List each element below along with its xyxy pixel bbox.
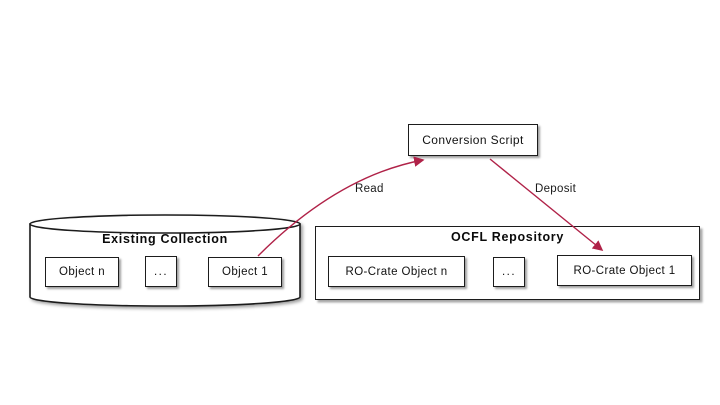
ocfl-repository-title: OCFL Repository [450, 230, 565, 244]
ro-crate-object-n-node: RO-Crate Object n [328, 256, 465, 287]
read-edge-label: Read [355, 183, 384, 195]
deposit-edge-label: Deposit [535, 183, 577, 195]
existing-collection-ellipsis-node: ... [145, 256, 177, 287]
object-n-node: Object n [45, 257, 119, 287]
existing-collection-title: Existing Collection [102, 232, 228, 246]
ro-crate-object-1-node: RO-Crate Object 1 [557, 255, 692, 286]
conversion-script-node: Conversion Script [408, 124, 538, 156]
object-1-node: Object 1 [208, 257, 282, 287]
ocfl-repository-ellipsis-node: ... [493, 257, 525, 287]
